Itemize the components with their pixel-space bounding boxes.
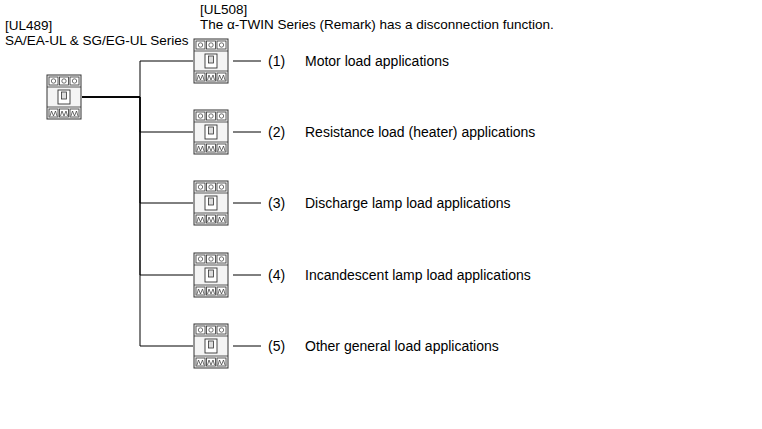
wire: [82, 61, 193, 97]
breaker-icon: [193, 323, 229, 369]
callout-number: (1): [268, 53, 285, 69]
callout-number: (3): [268, 195, 285, 211]
standard-label: [UL489]: [5, 18, 52, 34]
callout-number: (5): [268, 338, 285, 354]
wire: [82, 97, 193, 132]
wire: [82, 97, 193, 275]
breaker-icon: [46, 74, 82, 120]
branch-breaker: (2)Resistance load (heater) applications: [193, 109, 229, 155]
load-label: Other general load applications: [305, 338, 499, 354]
leader-line: [233, 130, 263, 134]
callout-number: (4): [268, 267, 285, 283]
breaker-icon: [193, 109, 229, 155]
leader-line: [233, 273, 263, 277]
standard-label: [UL508]: [200, 2, 247, 18]
leader-line: [233, 59, 263, 63]
branch-breaker: (4)Incandescent lamp load applications: [193, 252, 229, 298]
branch-breaker: (1)Motor load applications: [193, 38, 229, 84]
main-breaker: [UL489]SA/EA-UL & SG/EG-UL Series: [46, 74, 82, 120]
callout-number: (2): [268, 124, 285, 140]
load-label: Motor load applications: [305, 53, 449, 69]
breaker-icon: [193, 38, 229, 84]
leader-line: [233, 201, 263, 205]
branch-breaker: (3)Discharge lamp load applications: [193, 180, 229, 226]
branch-breaker: (5)Other general load applications: [193, 323, 229, 369]
load-label: Resistance load (heater) applications: [305, 124, 535, 140]
breaker-icon: [193, 180, 229, 226]
load-label: Discharge lamp load applications: [305, 195, 510, 211]
note-text: The α-TWIN Series (Remark) has a disconn…: [200, 17, 554, 33]
wire: [82, 97, 193, 346]
breaker-icon: [193, 252, 229, 298]
wire: [82, 97, 193, 203]
leader-line: [233, 344, 263, 348]
load-label: Incandescent lamp load applications: [305, 267, 531, 283]
series-name: SA/EA-UL & SG/EG-UL Series: [5, 33, 189, 49]
